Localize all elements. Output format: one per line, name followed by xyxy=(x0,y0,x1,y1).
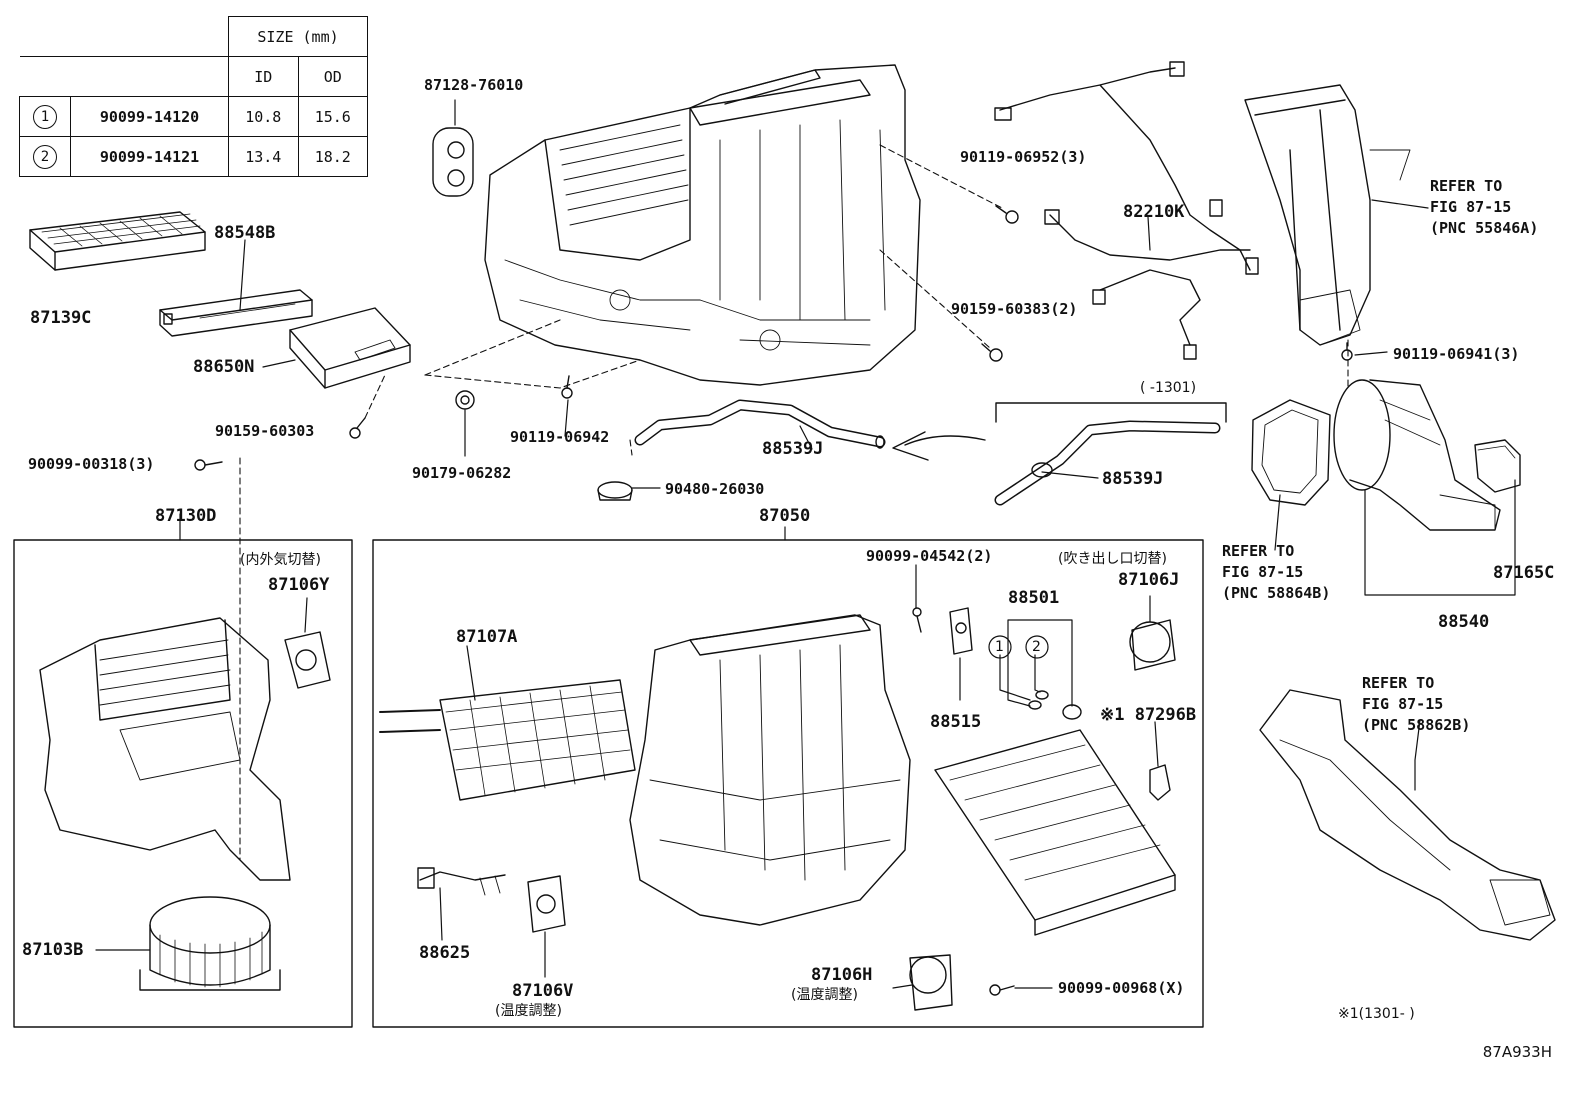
ref-circle: 2 xyxy=(33,144,57,169)
label-90480-26030[interactable]: 90480-26030 xyxy=(665,480,765,498)
drain-hose-drawing xyxy=(597,399,1221,506)
o-ring-ref-1: 1 xyxy=(995,639,1004,655)
label-90159-60303[interactable]: 90159-60303 xyxy=(215,422,315,440)
refer-to-note-55846a[interactable]: REFER TO FIG 87-15 (PNC 55846A) xyxy=(1430,176,1538,239)
o-rings-drawing xyxy=(1028,690,1082,720)
footnote: ※1(1301- ) xyxy=(1338,1006,1415,1022)
label-87130d[interactable]: 87130D xyxy=(155,506,217,526)
size-header: SIZE (mm) xyxy=(228,16,368,57)
door-actuator-left-drawing xyxy=(284,631,331,689)
refer-line: FIG 87-15 xyxy=(1362,695,1444,713)
evaporator-drawing xyxy=(934,729,1176,936)
temp-actuator-v-drawing xyxy=(527,875,566,933)
duct-upper-drawing xyxy=(1244,84,1411,346)
refer-line: REFER TO xyxy=(1222,542,1295,560)
od-header: OD xyxy=(297,56,368,97)
hvac-case-drawing xyxy=(629,614,911,926)
note-temp-control-h: (温度調整) xyxy=(791,987,858,1003)
label-87106y[interactable]: 87106Y xyxy=(268,575,330,595)
filter-cover-drawing xyxy=(159,289,313,337)
part-number: 90099-14120 xyxy=(70,96,229,137)
blower-unit-group-box xyxy=(13,539,353,1028)
label-87165c[interactable]: 87165C xyxy=(1493,563,1555,583)
note-inner-outer-switch: (内外気切替) xyxy=(240,552,321,568)
hvac-unit-drawing xyxy=(484,64,921,386)
table-row: 1 90099-14120 10.8 15.6 xyxy=(19,96,368,137)
diagram-code: 87A933H xyxy=(1482,1043,1552,1061)
fasteners-drawing xyxy=(194,205,1353,996)
label-87107a[interactable]: 87107A xyxy=(456,627,518,647)
label-87106v[interactable]: 87106V xyxy=(512,981,574,1001)
table-row: 2 90099-14121 13.4 18.2 xyxy=(19,136,368,177)
label-90099-04542[interactable]: 90099-04542(2) xyxy=(866,547,993,565)
refer-line: (PNC 55846A) xyxy=(1430,219,1539,237)
refer-line: REFER TO xyxy=(1430,177,1503,195)
label-88650n[interactable]: 88650N xyxy=(193,357,255,377)
note-outlet-switch: (吹き出し口切替) xyxy=(1058,551,1167,567)
refer-line: FIG 87-15 xyxy=(1430,198,1512,216)
label-88540[interactable]: 88540 xyxy=(1438,612,1490,632)
label-82210k[interactable]: 82210K xyxy=(1123,202,1185,222)
label-87128-76010[interactable]: 87128-76010 xyxy=(424,76,524,94)
ref-circle: 1 xyxy=(33,104,57,129)
date-range-bracket xyxy=(995,402,1227,423)
refer-line: (PNC 58864B) xyxy=(1222,584,1331,602)
refer-line: REFER TO xyxy=(1362,674,1435,692)
temperature-sensor-drawing xyxy=(417,867,506,896)
leader-lines xyxy=(95,99,1516,989)
label-90119-06952[interactable]: 90119-06952(3) xyxy=(960,148,1087,166)
label-88515[interactable]: 88515 xyxy=(930,712,982,732)
label-90099-00318[interactable]: 90099-00318(3) xyxy=(28,455,155,473)
od-value: 18.2 xyxy=(297,136,368,177)
refer-line: (PNC 58862B) xyxy=(1362,716,1471,734)
refer-line: FIG 87-15 xyxy=(1222,563,1304,581)
control-module-drawing xyxy=(289,307,411,389)
label-90179-06282[interactable]: 90179-06282 xyxy=(412,464,512,482)
label-90119-06942[interactable]: 90119-06942 xyxy=(510,428,610,446)
label-87103b[interactable]: 87103B xyxy=(22,940,84,960)
blower-motor-drawing xyxy=(139,896,281,991)
hvac-unit-group-box xyxy=(372,539,1204,1028)
label-88539j-alternate[interactable]: 88539J xyxy=(1102,469,1164,489)
label-87139c[interactable]: 87139C xyxy=(30,308,92,328)
o-ring-ref-2: 2 xyxy=(1032,639,1041,655)
temp-actuator-h-drawing xyxy=(909,954,953,1011)
replacement-arrow xyxy=(892,431,986,461)
label-90099-00968[interactable]: 90099-00968(X) xyxy=(1058,979,1185,997)
label-88548b[interactable]: 88548B xyxy=(214,223,276,243)
size-table: SIZE (mm) ID OD 1 90099-14120 10.8 15.6 … xyxy=(19,16,368,177)
label-88539j-primary[interactable]: 88539J xyxy=(762,439,824,459)
expansion-valve-drawing xyxy=(949,607,973,655)
date-range-note: ( -1301) xyxy=(1140,380,1197,396)
label-90119-06941[interactable]: 90119-06941(3) xyxy=(1393,345,1520,363)
wire-harness-drawing xyxy=(994,61,1259,360)
label-87296b[interactable]: ※1 87296B xyxy=(1100,705,1197,725)
part-number: 90099-14121 xyxy=(70,136,229,177)
blower-assembly-right-drawing xyxy=(1251,379,1521,531)
refer-to-note-58864b[interactable]: REFER TO FIG 87-15 (PNC 58864B) xyxy=(1222,541,1330,604)
label-87050[interactable]: 87050 xyxy=(759,506,811,526)
label-88501[interactable]: 88501 xyxy=(1008,588,1060,608)
label-87106j[interactable]: 87106J xyxy=(1118,570,1180,590)
blower-case-drawing xyxy=(39,617,291,881)
grommet-drawing xyxy=(432,127,474,197)
refer-to-note-58862b[interactable]: REFER TO FIG 87-15 (PNC 58862B) xyxy=(1362,673,1470,736)
id-header: ID xyxy=(228,56,299,97)
dashed-leaders xyxy=(239,144,1349,861)
duct-lower-drawing xyxy=(1259,689,1556,941)
label-88625[interactable]: 88625 xyxy=(419,943,471,963)
note-temp-control-v: (温度調整) xyxy=(495,1003,562,1019)
label-87106h[interactable]: 87106H xyxy=(811,965,873,985)
od-value: 15.6 xyxy=(297,96,368,137)
sensor-87296B-drawing xyxy=(1149,764,1171,801)
cabin-filter-drawing xyxy=(29,211,206,271)
heater-core-drawing xyxy=(379,679,636,801)
label-90159-60383[interactable]: 90159-60383(2) xyxy=(951,300,1078,318)
